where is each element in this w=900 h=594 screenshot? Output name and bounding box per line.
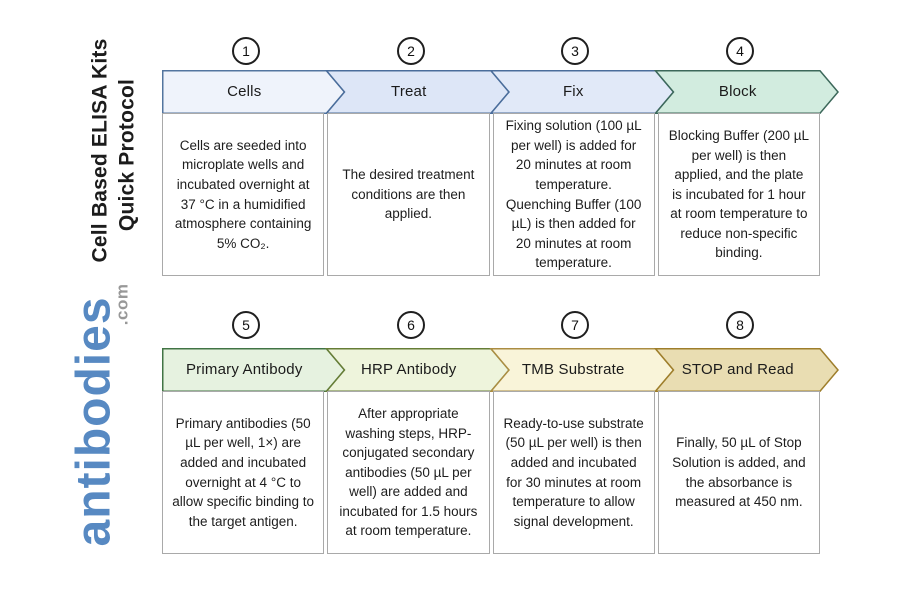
step-number-4-label: 4 [736, 43, 744, 59]
step-description-6: After appropriate washing steps, HRP-con… [327, 391, 490, 554]
step-number-3-label: 3 [571, 43, 579, 59]
brand-logo-suffix: .com [112, 283, 132, 326]
chevron-banner-svg-2 [162, 348, 839, 392]
step-number-1: 1 [232, 37, 260, 65]
step-numbers-row-1: 1 2 3 4 [162, 37, 820, 65]
step-label-7: TMB Substrate [521, 361, 625, 378]
step-number-2: 2 [397, 37, 425, 65]
page-title: Cell Based ELISA Kits Quick Protocol [87, 38, 141, 263]
step-description-2: The desired treatment conditions are the… [327, 113, 490, 276]
step-number-6-label: 6 [407, 317, 415, 333]
step-description-1: Cells are seeded into microplate wells a… [162, 113, 325, 276]
protocol-steps: 1 2 3 4 Cells Treat Fix Block Cells are … [162, 0, 839, 594]
step-label-6: HRP Antibody [360, 361, 457, 378]
chevron-banner-svg-1 [162, 70, 839, 114]
step-number-8-label: 8 [736, 317, 744, 333]
step-number-4: 4 [726, 37, 754, 65]
chevron-step-8 [653, 348, 839, 392]
step-number-1-label: 1 [242, 43, 250, 59]
step-number-5-label: 5 [242, 317, 250, 333]
step-number-8: 8 [726, 311, 754, 339]
step-number-7-label: 7 [571, 317, 579, 333]
step-label-4: Block [718, 83, 757, 100]
step-description-4: Blocking Buffer (200 µL per well) is the… [657, 113, 820, 276]
step-numbers-row-2: 5 6 7 8 [162, 311, 820, 339]
brand-logo: antibodies .com [65, 282, 132, 547]
step-number-2-label: 2 [407, 43, 415, 59]
description-row-1: Cells are seeded into microplate wells a… [162, 113, 820, 276]
description-row-2: Primary antibodies (50 µL per well, 1×) … [162, 391, 820, 554]
step-description-7: Ready-to-use substrate (50 µL per well) … [492, 391, 655, 554]
step-label-3: Fix [562, 83, 584, 100]
step-number-5: 5 [232, 311, 260, 339]
step-description-5: Primary antibodies (50 µL per well, 1×) … [162, 391, 325, 554]
step-label-8: STOP and Read [681, 361, 794, 378]
step-label-2: Treat [391, 83, 427, 100]
step-label-1: Cells [227, 83, 262, 100]
banner-row-1: Cells Treat Fix Block [162, 70, 839, 114]
step-description-8: Finally, 50 µL of Stop Solution is added… [657, 391, 820, 554]
page-title-line1: Cell Based ELISA Kits [88, 38, 112, 263]
chevron-step-4 [653, 70, 839, 114]
step-number-6: 6 [397, 311, 425, 339]
step-number-7: 7 [561, 311, 589, 339]
step-number-3: 3 [561, 37, 589, 65]
page-title-line2: Quick Protocol [115, 78, 139, 232]
step-label-5: Primary Antibody [185, 361, 303, 378]
banner-row-2: Primary Antibody HRP Antibody TMB Substr… [162, 348, 839, 392]
step-description-3: Fixing solution (100 µL per well) is add… [492, 113, 655, 276]
brand-logo-text: antibodies [67, 296, 121, 547]
